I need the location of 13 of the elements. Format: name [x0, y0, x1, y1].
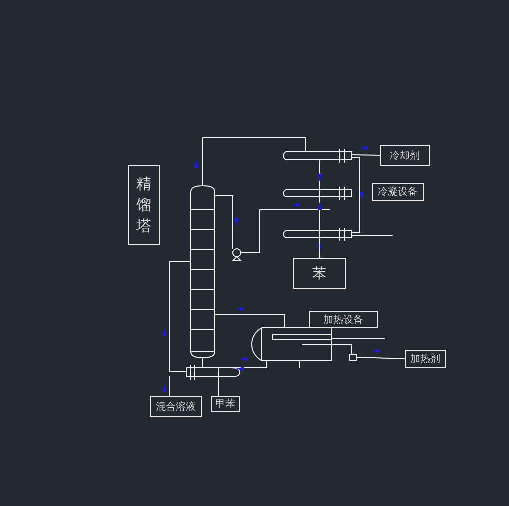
pipe-line [356, 357, 406, 360]
label-box: 混合溶液 [150, 396, 202, 417]
valve-box [349, 354, 357, 361]
pipe-line [352, 154, 380, 156]
label-box: 加热设备 [309, 311, 378, 328]
label-box: 冷却剂 [380, 145, 430, 166]
pipe-line [319, 240, 320, 258]
label-box: 冷凝设备 [372, 183, 424, 201]
pipe-line [218, 368, 220, 396]
label-box: 精馏塔 [128, 165, 160, 245]
label-box: 加热剂 [405, 350, 446, 368]
label-box: 苯 [293, 258, 346, 289]
label-box: 甲苯 [211, 396, 240, 412]
